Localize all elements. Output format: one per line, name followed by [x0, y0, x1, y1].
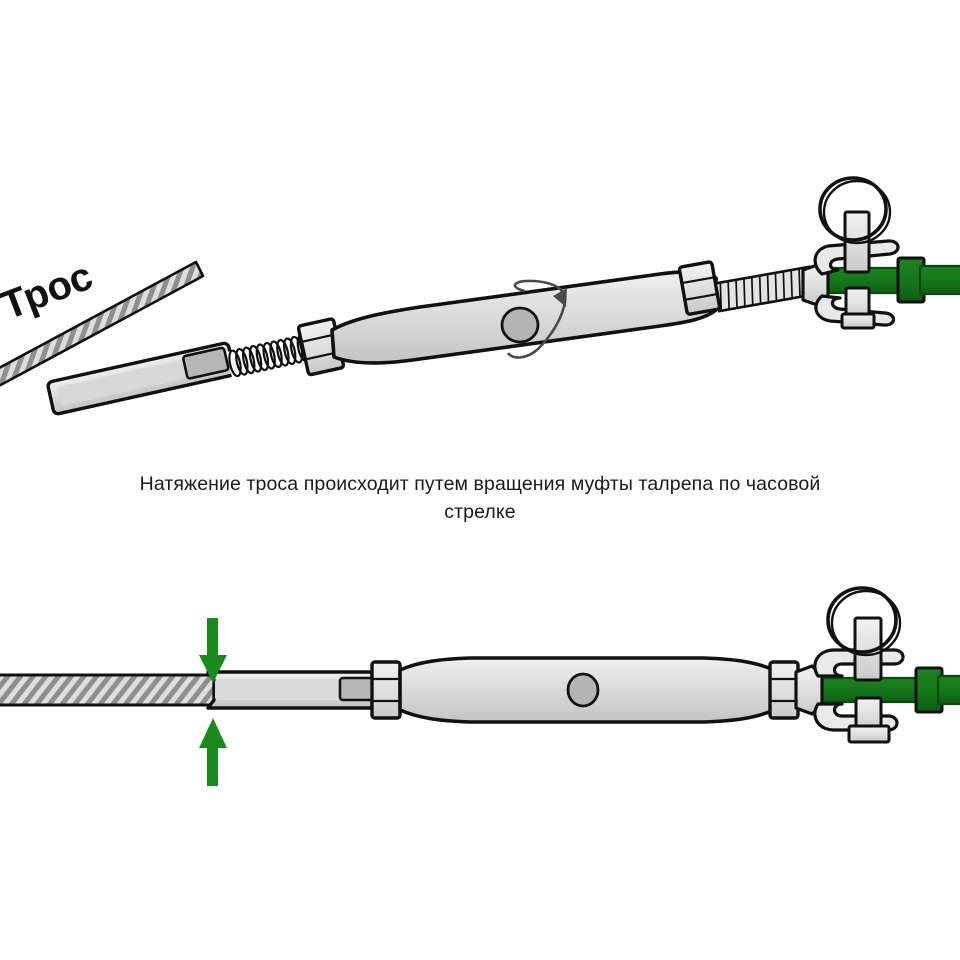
- lower-lock-nut-left: [370, 660, 402, 720]
- lower-green-mount-bar: [818, 666, 960, 714]
- lower-retaining-ring: [826, 586, 902, 657]
- caption-block: Натяжение троса происходит путем вращени…: [60, 470, 900, 527]
- upper-retaining-ring: [818, 176, 892, 245]
- insert-arrow-down: [199, 618, 227, 683]
- upper-cable: [0, 260, 205, 387]
- upper-turnbuckle-hole: [500, 306, 540, 344]
- lower-swage-terminal: [206, 670, 378, 710]
- upper-rotation-arrow: [506, 279, 567, 359]
- lower-turnbuckle-body: [398, 656, 776, 724]
- lower-clevis-pin: [847, 616, 891, 744]
- cable-label: Трос: [0, 254, 99, 329]
- swage-inspection-window: [182, 346, 230, 380]
- lower-assembly: [0, 586, 960, 786]
- lower-insert-arrows: [199, 618, 227, 786]
- upper-assembly: [0, 176, 960, 416]
- upper-swage-terminal: [46, 341, 236, 416]
- upper-clevis-pin: [840, 210, 876, 330]
- upper-threaded-rod-left: [226, 334, 313, 378]
- cable-label-group: Трос: [0, 254, 99, 329]
- caption-line-2: стрелке: [444, 501, 516, 524]
- upper-threaded-rod-right: [712, 265, 816, 313]
- upper-lock-nut-right: [677, 260, 722, 316]
- upper-pin-head: [840, 312, 876, 330]
- caption-line-1: Натяжение троса происходит путем вращени…: [139, 473, 821, 495]
- lower-turnbuckle-hole: [566, 672, 600, 708]
- lower-cable: [0, 673, 218, 707]
- upper-turnbuckle-body: [330, 270, 718, 365]
- lower-pin-head: [847, 724, 891, 744]
- insert-arrow-up: [199, 718, 227, 786]
- lower-lock-nut-right: [768, 660, 800, 720]
